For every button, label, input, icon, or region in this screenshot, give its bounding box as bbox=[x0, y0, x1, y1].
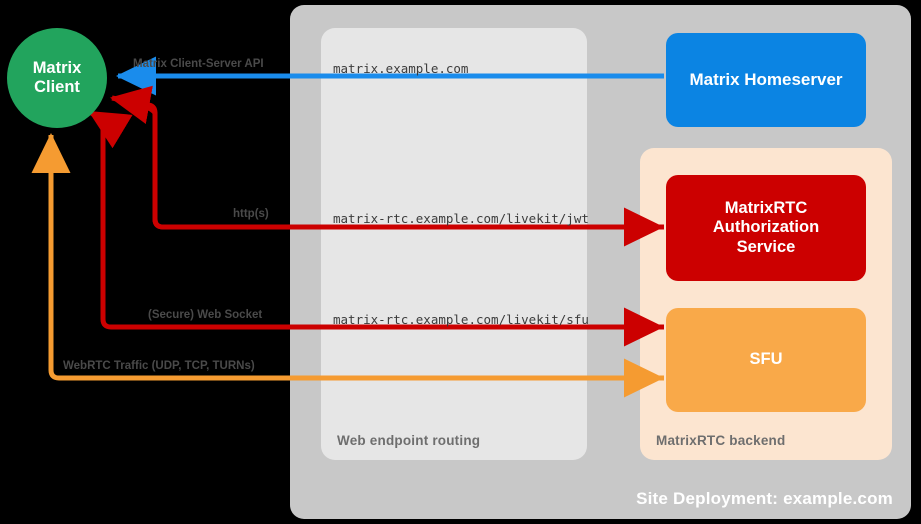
node-matrix-client[interactable]: Matrix Client bbox=[7, 28, 107, 128]
endpoint-label-matrix-example-com: matrix.example.com bbox=[333, 61, 469, 76]
sfu-label: SFU bbox=[749, 350, 783, 369]
rtc-auth-label-line2: Authorization bbox=[712, 218, 820, 237]
endpoint-label-livekit-jwt: matrix-rtc.example.com/livekit/jwt bbox=[333, 211, 589, 226]
rtc-auth-label-line1: MatrixRTC bbox=[724, 198, 808, 217]
site-deployment-label: Site Deployment: example.com bbox=[636, 489, 893, 508]
container-web-endpoint-routing: Web endpoint routing bbox=[321, 28, 587, 460]
edge-label-webrtc-traffic: WebRTC Traffic (UDP, TCP, TURNs) bbox=[63, 360, 255, 372]
matrix-client-label-line2: Client bbox=[34, 78, 80, 96]
endpoint-label-livekit-sfu: matrix-rtc.example.com/livekit/sfu bbox=[333, 312, 589, 327]
web-endpoint-routing-label: Web endpoint routing bbox=[337, 433, 481, 448]
matrix-client-label-line1: Matrix bbox=[32, 58, 82, 77]
edge-label-secure-web-socket: (Secure) Web Socket bbox=[148, 309, 263, 321]
edge-label-https: http(s) bbox=[233, 208, 269, 220]
node-matrix-homeserver[interactable]: Matrix Homeserver bbox=[666, 33, 866, 127]
edge-label-client-server-api: Matrix Client-Server API bbox=[133, 58, 264, 70]
rtc-auth-label-line3: Service bbox=[736, 237, 796, 256]
matrixrtc-backend-label: MatrixRTC backend bbox=[656, 433, 786, 448]
node-sfu[interactable]: SFU bbox=[666, 308, 866, 412]
node-matrixrtc-authorization-service[interactable]: MatrixRTC Authorization Service bbox=[666, 175, 866, 281]
matrix-homeserver-label: Matrix Homeserver bbox=[689, 69, 843, 89]
